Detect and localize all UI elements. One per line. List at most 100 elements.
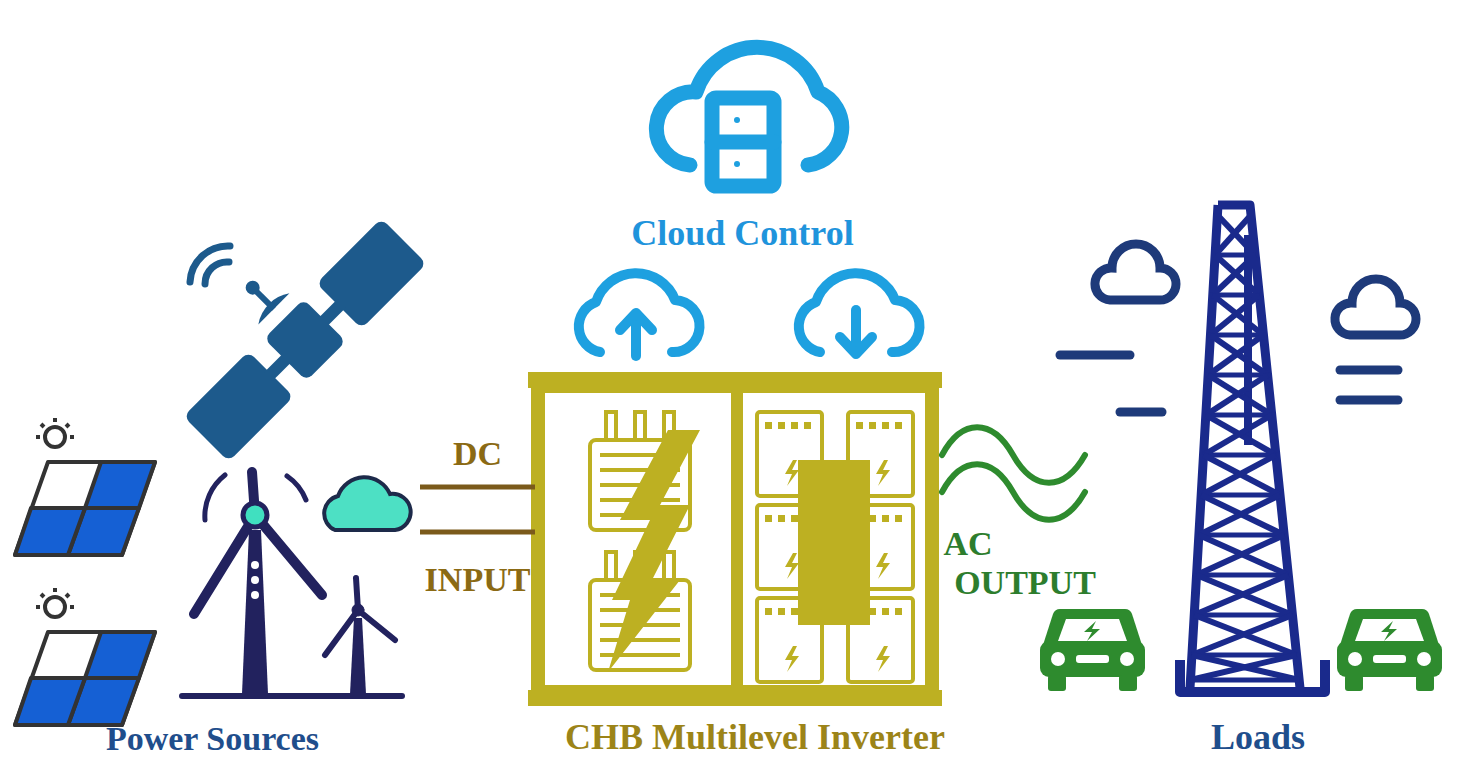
transformer-symbol bbox=[606, 552, 616, 580]
weather-cloud-icon bbox=[1060, 351, 1130, 360]
module-detail bbox=[869, 422, 876, 429]
transmission-tower bbox=[1201, 493, 1280, 498]
electric-car-icon bbox=[1355, 619, 1424, 641]
wind-turbine-icon bbox=[205, 475, 306, 520]
power-module-grid bbox=[798, 460, 870, 625]
upload-cloud-icon bbox=[579, 273, 700, 356]
transmission-tower bbox=[1201, 455, 1276, 495]
electric-car-icon bbox=[1084, 621, 1100, 641]
module-detail bbox=[882, 422, 889, 429]
satellite-icon bbox=[253, 288, 289, 324]
wind-turbine-icon bbox=[194, 515, 255, 614]
electric-car-icon bbox=[1040, 609, 1145, 691]
wind-turbine-icon bbox=[182, 693, 402, 699]
module-detail bbox=[785, 553, 799, 579]
module-detail bbox=[785, 646, 799, 672]
transmission-tower bbox=[1197, 535, 1285, 575]
weather-cloud-icon bbox=[324, 477, 410, 530]
solar-panel-icon bbox=[85, 632, 155, 678]
wind-turbine-icon bbox=[255, 515, 322, 595]
module-detail bbox=[778, 608, 785, 615]
node-label: Loads bbox=[1211, 717, 1305, 758]
transmission-tower bbox=[1190, 655, 1296, 680]
transmission-tower bbox=[1204, 453, 1276, 458]
power-sources-node: Power Sources bbox=[5, 240, 420, 758]
module-detail bbox=[778, 515, 785, 522]
transformer-symbol bbox=[635, 412, 645, 440]
electric-car-icon bbox=[1417, 652, 1431, 666]
output-label: AC bbox=[943, 524, 992, 563]
module-detail bbox=[765, 422, 902, 672]
electric-car-icon bbox=[1348, 652, 1362, 666]
module-detail bbox=[895, 422, 902, 429]
ac-sine-wave bbox=[942, 464, 1085, 520]
power-module-grid bbox=[848, 598, 913, 682]
module-detail bbox=[882, 608, 889, 615]
electric-car-icon bbox=[1416, 675, 1434, 691]
satellite-icon bbox=[264, 299, 346, 381]
transmission-tower bbox=[1208, 335, 1263, 375]
solar-panel-icon bbox=[45, 597, 65, 617]
electric-car-icon bbox=[1058, 619, 1127, 641]
transformer-symbol bbox=[664, 552, 674, 580]
inverter-cabinet bbox=[538, 386, 932, 692]
node-label: Power Sources bbox=[106, 719, 319, 758]
transmission-tower bbox=[1194, 613, 1292, 618]
module-detail bbox=[804, 515, 811, 522]
solar-panel-icon bbox=[15, 508, 85, 555]
wind-turbine-icon bbox=[243, 503, 267, 527]
weather-cloud-icon bbox=[1060, 244, 1416, 412]
transformer-symbol bbox=[606, 412, 616, 440]
solar-panel-icon bbox=[85, 462, 155, 508]
module-detail bbox=[791, 515, 798, 522]
transmission-tower bbox=[1192, 615, 1293, 655]
module-detail bbox=[856, 422, 863, 429]
module-detail bbox=[804, 422, 811, 429]
transmission-tower bbox=[1194, 575, 1288, 615]
transmission-tower bbox=[1215, 215, 1251, 255]
wind-turbine-icon bbox=[251, 576, 259, 584]
cloud-server-icon bbox=[656, 47, 841, 186]
satellite-icon bbox=[264, 299, 346, 381]
cloud-server-icon bbox=[734, 117, 740, 123]
transmission-tower bbox=[1210, 333, 1263, 338]
wind-turbine-icon bbox=[251, 591, 259, 599]
weather-cloud-icon bbox=[1340, 396, 1398, 405]
solar-panel-icon bbox=[36, 588, 74, 607]
module-detail bbox=[856, 608, 863, 615]
module-detail bbox=[869, 515, 876, 522]
edge-label: INPUT bbox=[425, 560, 531, 599]
transmission-tower bbox=[1197, 573, 1289, 578]
cloud-server-icon bbox=[712, 135, 774, 150]
electric-car-icon bbox=[1076, 655, 1109, 663]
wind-turbine-icon bbox=[358, 610, 395, 640]
transformer-symbol bbox=[608, 430, 700, 672]
wind-turbine-icon bbox=[242, 530, 268, 694]
electric-car-icon bbox=[1120, 652, 1134, 666]
node-label: Cloud Control bbox=[631, 213, 853, 254]
solar-panel-icon bbox=[15, 588, 155, 725]
output-label: OUTPUT bbox=[954, 563, 1096, 602]
weather-cloud-icon bbox=[324, 477, 410, 530]
module-detail bbox=[876, 553, 890, 579]
electric-car-icon bbox=[1051, 652, 1065, 666]
transmission-tower bbox=[1190, 205, 1300, 688]
cloud-control-node: Cloud Control bbox=[570, 10, 915, 254]
transmission-tower bbox=[1210, 295, 1259, 335]
module-detail bbox=[856, 515, 863, 522]
wind-turbine-icon bbox=[325, 610, 358, 655]
transformer-symbol bbox=[590, 412, 700, 672]
wind-turbine-icon bbox=[350, 618, 366, 694]
signal-arcs bbox=[205, 262, 229, 284]
transmission-tower bbox=[1213, 255, 1255, 295]
module-detail bbox=[895, 608, 902, 615]
electric-car-icon bbox=[1373, 655, 1406, 663]
weather-cloud-icon bbox=[1120, 408, 1162, 417]
module-detail bbox=[876, 646, 890, 672]
module-detail bbox=[804, 608, 811, 615]
download-cloud-icon bbox=[799, 273, 920, 354]
download-cloud-icon bbox=[840, 337, 872, 354]
solar-panel-icon bbox=[36, 418, 74, 437]
